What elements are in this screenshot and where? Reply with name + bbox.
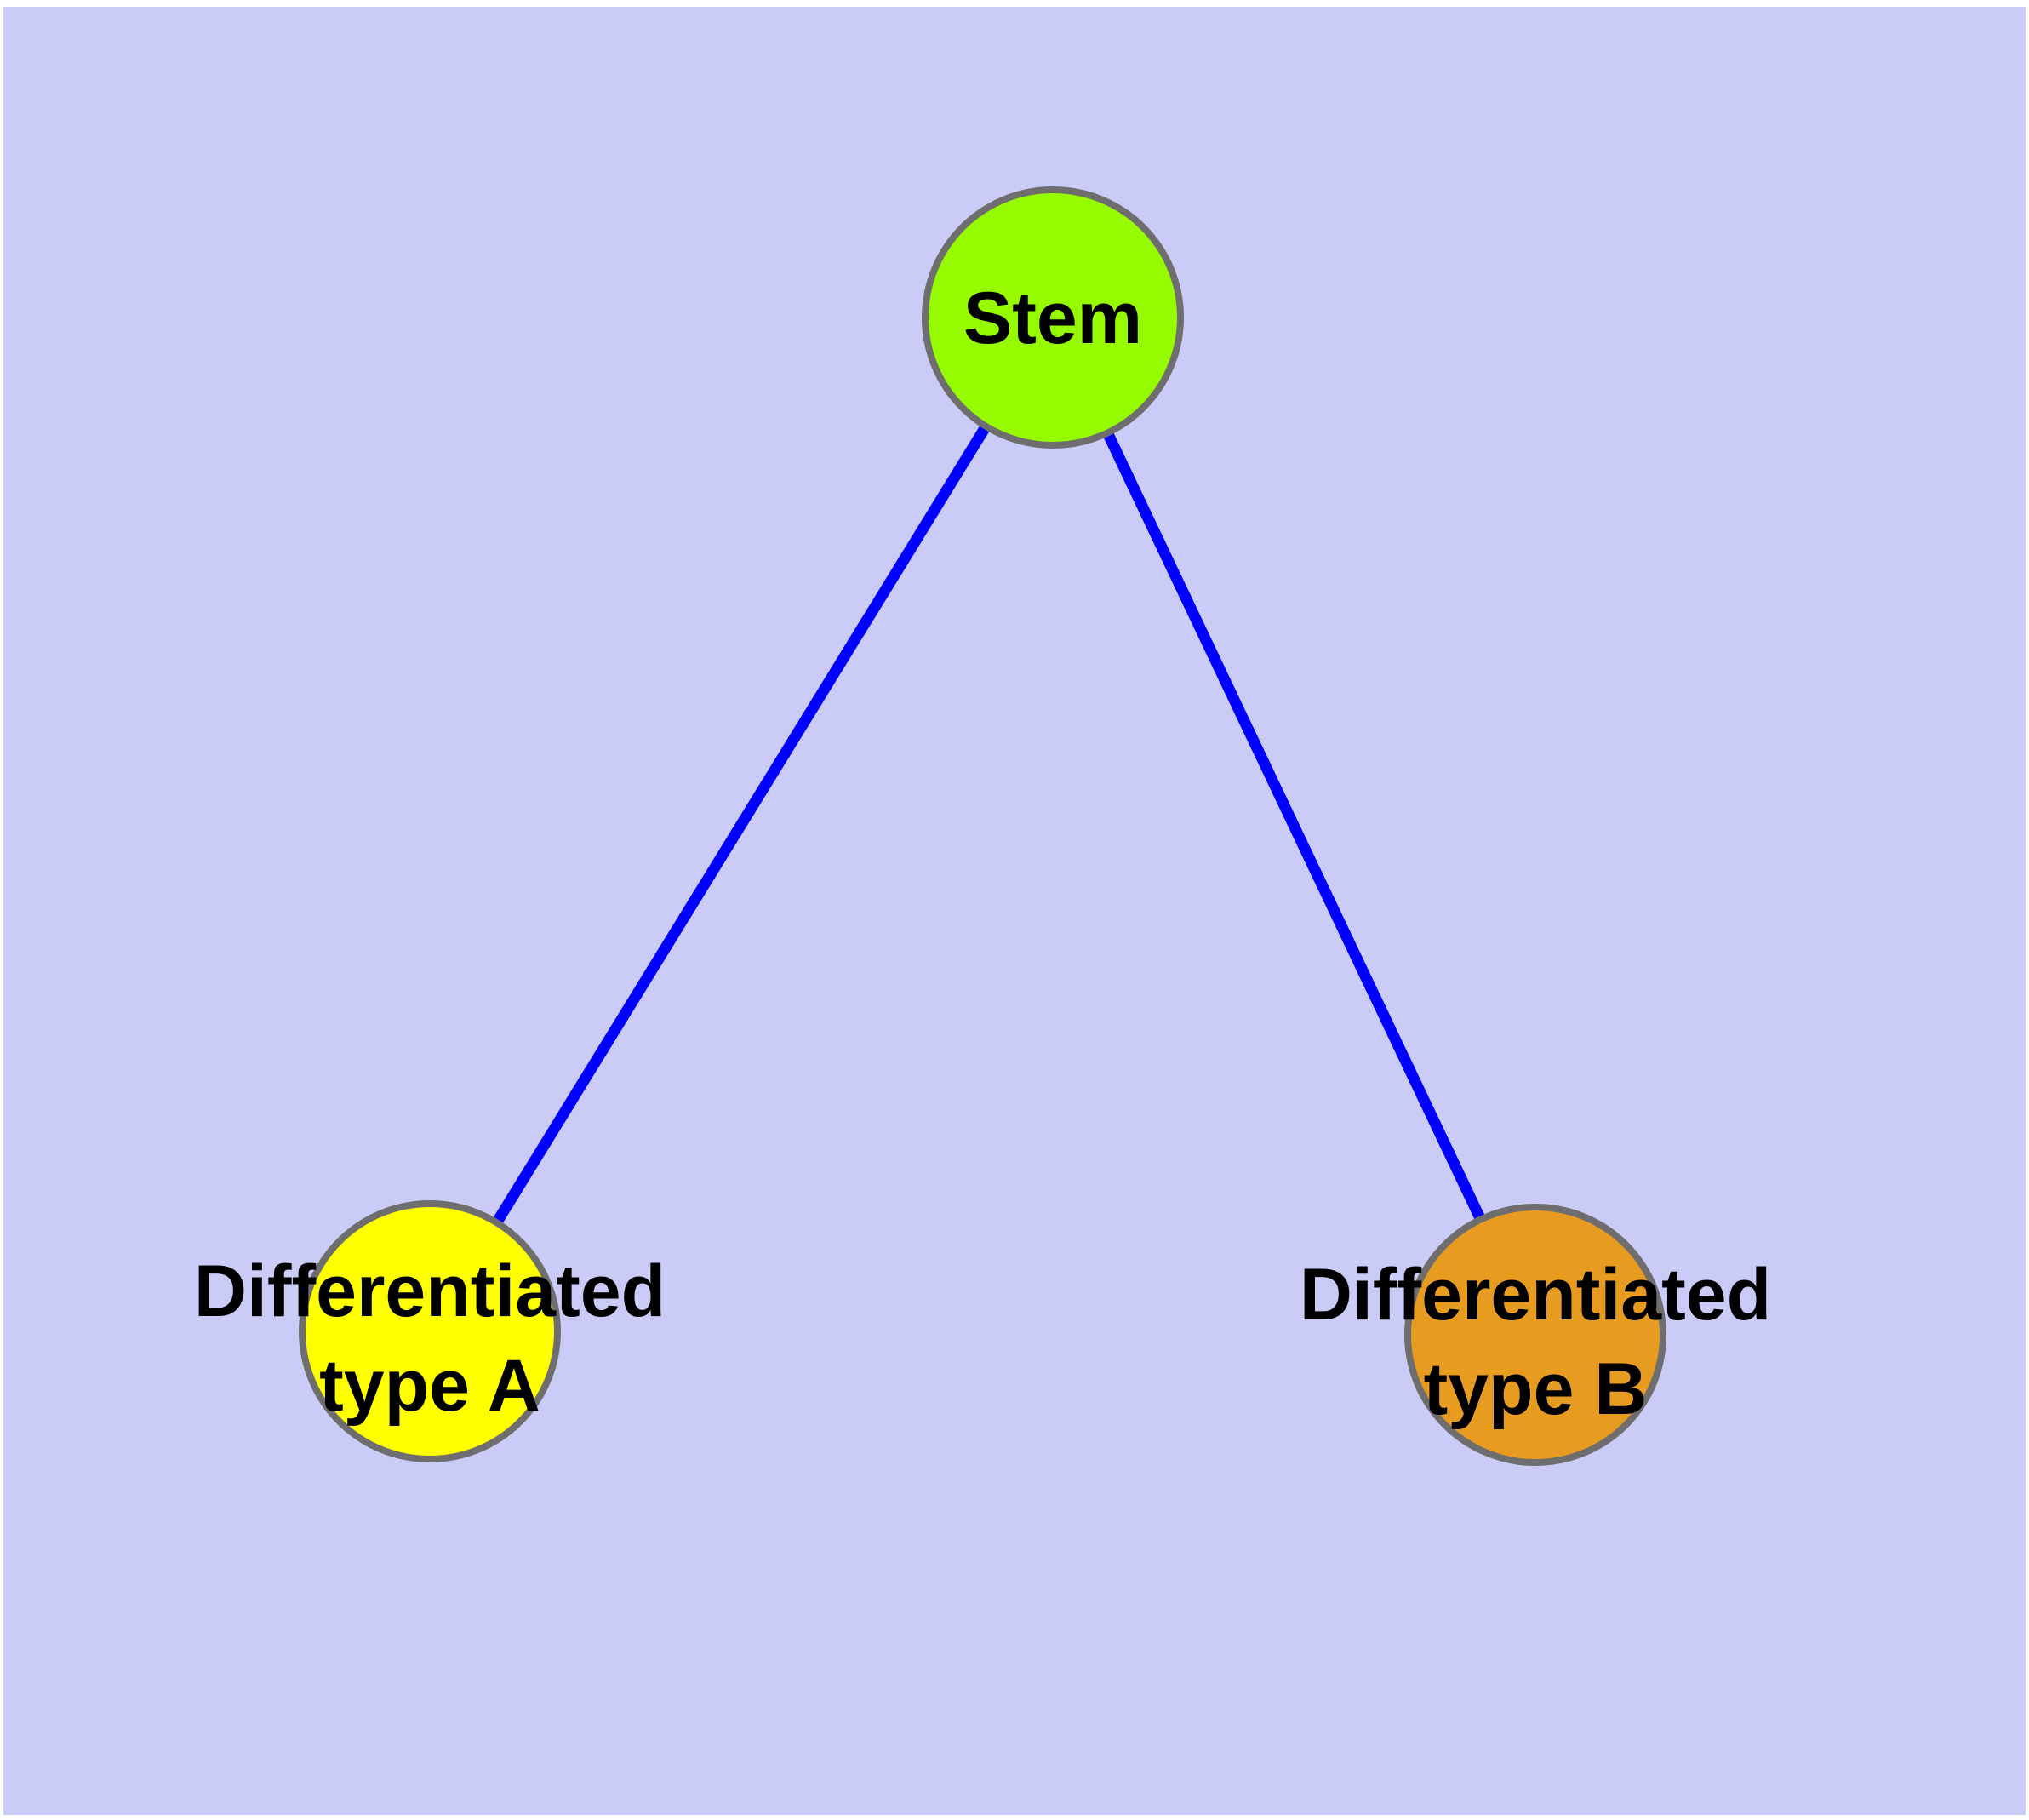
node-type-b-label-line1: Differentiated	[1300, 1254, 1771, 1336]
edge-stem-to-type-a	[425, 314, 1058, 1335]
node-type-a-label-line1: Differentiated	[194, 1251, 666, 1332]
node-stem	[922, 186, 1184, 449]
node-stem-label: Stem	[963, 278, 1142, 359]
node-type-b-label-line2: type B	[1424, 1348, 1648, 1430]
node-differentiated-type-a	[299, 1200, 561, 1462]
node-differentiated-type-b	[1404, 1204, 1666, 1466]
edge-stem-to-type-b	[1048, 315, 1540, 1337]
node-type-a-label-line2: type A	[319, 1345, 540, 1427]
